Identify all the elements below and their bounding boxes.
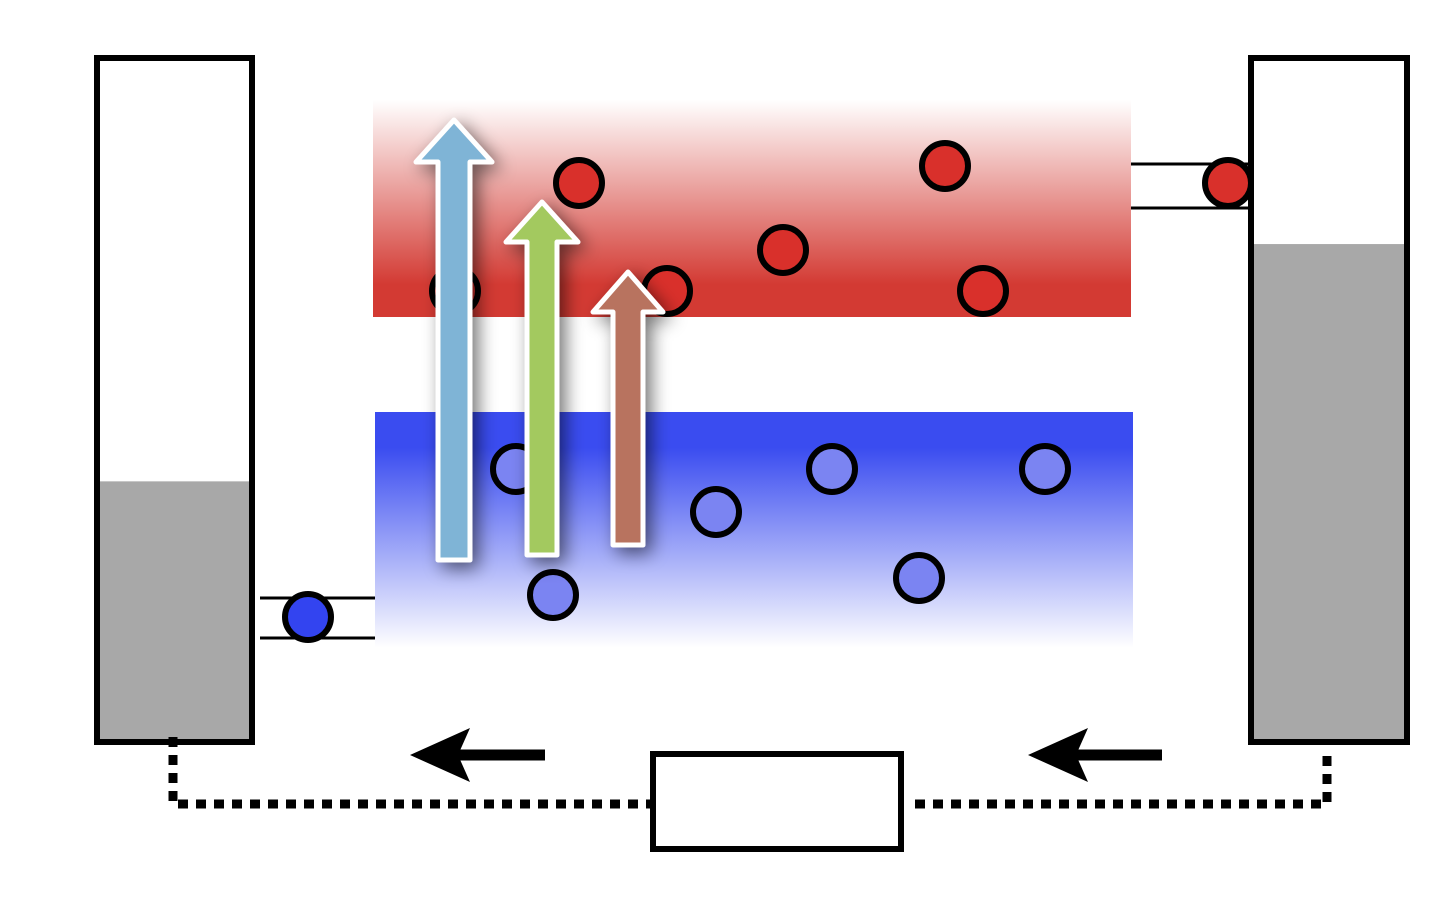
electron [757,224,809,276]
right-contact-channel [1131,157,1254,210]
external-circuit [168,737,1332,809]
electron [919,140,971,192]
hole [527,569,579,621]
hole [1019,443,1071,495]
right-electrode-fill [1254,244,1404,739]
right-current-arrow [1028,728,1162,782]
left-current-arrow [410,728,545,782]
electron [957,265,1009,317]
left-electrode [94,55,255,745]
right-electrode [1248,55,1410,745]
valence-band [375,412,1133,648]
electron [553,157,605,209]
photon-arrow-blue [413,117,495,563]
hole [806,443,858,495]
injected-hole [282,591,334,643]
left-contact-channel [260,591,375,643]
left-electrode-fill [100,481,249,739]
conduction-band [373,100,1131,317]
extracted-electron [1202,157,1254,209]
photon-arrow-brown [590,269,666,548]
hole [690,486,742,538]
hole [893,552,945,604]
load-resistor [650,751,904,852]
photon-arrow-green [503,199,581,558]
